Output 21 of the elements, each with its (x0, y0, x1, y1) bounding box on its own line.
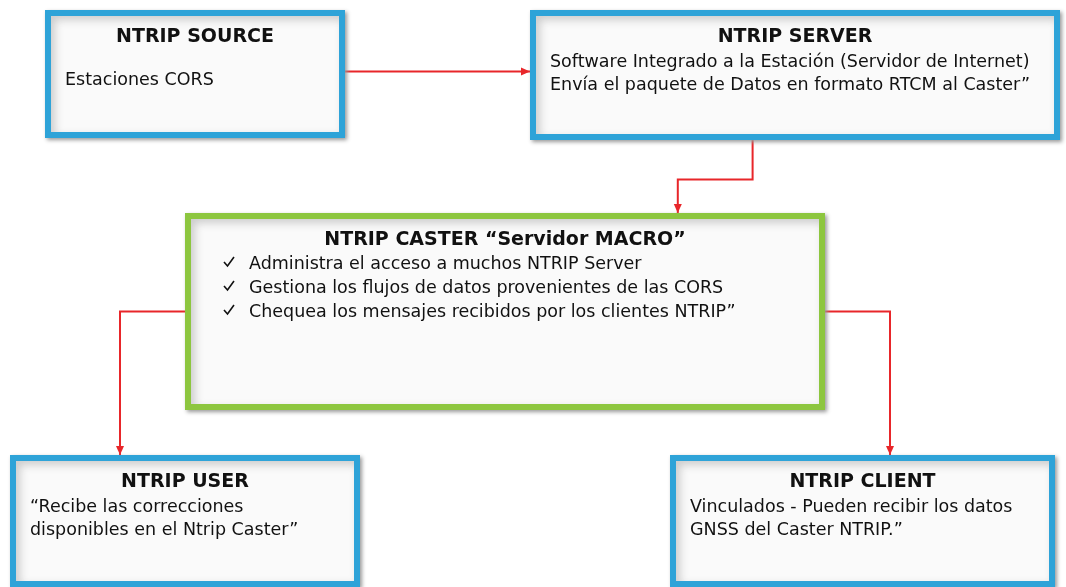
arrow (116, 310, 186, 456)
process-box (185, 213, 825, 410)
process-box (670, 455, 1055, 587)
process-box (530, 10, 1060, 140)
bullet-text: Chequea los mensajes recibidos por los clientes NTRIP” (249, 300, 736, 323)
box-text: Vinculados - Pueden recibir los datos GNSS del Caster NTRIP.” (690, 495, 1014, 541)
arrow (824, 310, 894, 456)
box-text: Estaciones CORS (65, 68, 215, 91)
bullet-text: Gestiona los flujos de datos provenientes de las CORS (249, 276, 724, 299)
box-title: NTRIP CASTER “Servidor MACRO” (323, 227, 687, 249)
box-title: NTRIP USER (120, 469, 250, 491)
box-title: NTRIP CLIENT (788, 469, 937, 491)
process-box (10, 455, 360, 587)
arrow (673, 139, 754, 214)
bullet-text: Administra el acceso a muchos NTRIP Server (249, 253, 642, 275)
process-box (45, 10, 345, 138)
box-text: Software Integrado a la Estación (Servidor de Internet) Envía el paquete de Datos en formato RTCM al Caster” (550, 50, 1032, 96)
box-title: NTRIP SERVER (716, 24, 874, 46)
box-title: NTRIP SOURCE (115, 24, 275, 46)
arrow (344, 67, 531, 76)
box-text: “Recibe las correcciones disponibles en el Ntrip Caster” (30, 495, 300, 541)
